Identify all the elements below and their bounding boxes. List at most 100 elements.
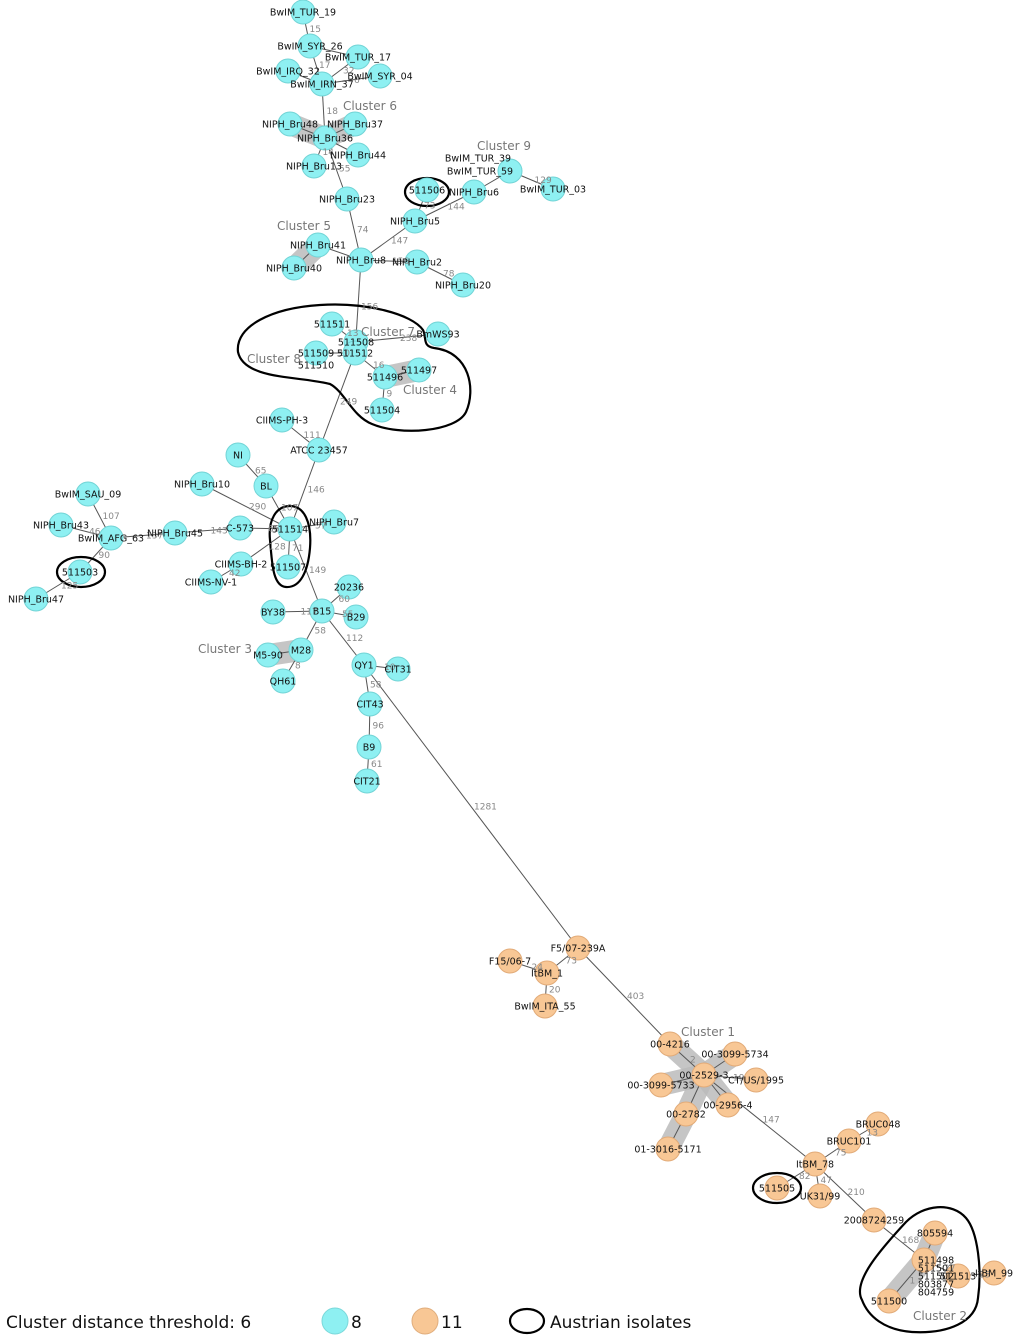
- node-B15: [309, 598, 335, 624]
- node-BL: [253, 473, 279, 499]
- edge-511514-NIPH_Bru10: [201, 483, 291, 530]
- node-511514: [277, 516, 303, 542]
- node-511506: [414, 177, 440, 203]
- edge-label: 112: [346, 634, 363, 644]
- node-label: F5/07-239A: [551, 944, 606, 955]
- edge-label: 57: [315, 522, 326, 532]
- node-label: 511497: [401, 366, 437, 377]
- node-label: ItBM_1: [531, 969, 563, 980]
- node-NIPH_Bru7: [321, 509, 347, 535]
- node-label: NIPH_Bru7: [309, 518, 359, 529]
- edge-label: 146: [308, 486, 325, 496]
- node-UK31/99: [807, 1183, 833, 1209]
- cluster-label: Cluster 3: [198, 642, 252, 656]
- node-labels: BwIM_TUR_19BwIM_SYR_26BwIM_TUR_17BwIM_IR…: [8, 8, 1013, 1308]
- node-511511: [319, 311, 345, 337]
- node-label: NIPH_Bru36: [297, 134, 353, 145]
- node-CIIMS-NV-1: [198, 569, 224, 595]
- node-label: QH61: [270, 677, 297, 688]
- node-label: CIT21: [353, 777, 380, 788]
- node-label: NIPH_Bru47: [8, 595, 64, 606]
- node-label: B29: [347, 613, 366, 624]
- cluster-label: Cluster 9: [477, 139, 531, 153]
- node-QY1: [351, 652, 377, 678]
- node-ATCC 23457: [306, 437, 332, 463]
- node-label: 00-3099-5734: [701, 1050, 768, 1061]
- edge-label: 238: [400, 334, 417, 344]
- node-QH61: [270, 668, 296, 694]
- node-label: BwIM_TUR_39: [445, 154, 511, 165]
- edge-label: 143: [211, 527, 228, 537]
- cluster-label: Cluster 2: [913, 1309, 967, 1323]
- edge-00-2529-3-ItBM_78: [703, 1074, 816, 1165]
- edge-label: 27: [944, 1264, 955, 1274]
- node-label: NIPH_Bru6: [449, 188, 499, 199]
- node-BwIM_TUR_17: [345, 44, 371, 70]
- legend-st11-label: 11: [441, 1313, 463, 1333]
- cluster-label: Cluster 7: [361, 325, 415, 339]
- edge-label: 78: [443, 270, 455, 280]
- node-label: NIPH_Bru48: [262, 120, 318, 131]
- node-BwIM_AFG_63: [98, 525, 124, 551]
- edge-label: 55: [342, 610, 353, 620]
- node-label: 00-4216: [650, 1040, 690, 1051]
- node-BwIM_TUR_59: [497, 158, 523, 184]
- node-BwIM_SAU_09: [75, 481, 101, 507]
- edge-label: 74: [357, 226, 369, 236]
- node-label: 511505: [759, 1184, 795, 1195]
- node-BwIM_SYR_04: [367, 63, 393, 89]
- legend-st11-swatch: [411, 1307, 439, 1335]
- node-NIPH_Bru5: [402, 208, 428, 234]
- edge-label: 156: [392, 257, 409, 267]
- node-label: BwIM_SAU_09: [55, 490, 122, 501]
- node-label: BY38: [261, 608, 285, 619]
- edge-label: 403: [627, 992, 644, 1002]
- legend-st8-label: 8: [351, 1313, 362, 1333]
- node-CIT43: [357, 691, 383, 717]
- node-label: CT/US/1995: [728, 1076, 784, 1087]
- node-label: 511507: [270, 563, 306, 574]
- node-label: 20236: [334, 583, 364, 594]
- node-CIT31: [385, 656, 411, 682]
- edge-label: 156: [361, 303, 378, 313]
- node-label: ItBM_78: [796, 1160, 834, 1171]
- node-M5-90: [255, 642, 281, 668]
- edge-label: 144: [448, 203, 465, 213]
- node-label: BwIM_SYR_26: [277, 42, 342, 53]
- node-BRUC048: [865, 1111, 891, 1137]
- austrian-outline-511506: [403, 176, 451, 208]
- edge-label: 249: [340, 398, 357, 408]
- edge-label: 10: [384, 663, 396, 673]
- edge-label: 14: [323, 148, 335, 158]
- edge-QY1-F5/07-239A: [363, 664, 579, 949]
- node-511505: [764, 1175, 790, 1201]
- node-CT/US/1995: [743, 1067, 769, 1093]
- node-label: 511506: [409, 186, 445, 197]
- node-label: NIPH_Bru20: [435, 281, 491, 292]
- node-NI: [225, 442, 251, 468]
- node-label: NIPH_Bru23: [319, 195, 375, 206]
- edge-label: 125: [61, 582, 78, 592]
- edge-label: 75: [835, 1149, 846, 1159]
- node-label: 00-3099-5733: [627, 1081, 694, 1092]
- node-00-3099-5734: [722, 1041, 748, 1067]
- edge-label: 20: [549, 986, 561, 996]
- node-CIIMS-BH-2: [228, 551, 254, 577]
- node-label: BwIM_IRQ_32: [256, 67, 320, 78]
- edge-label: 55: [339, 165, 350, 175]
- node-label: CIT31: [384, 665, 411, 676]
- node-label: 804759: [918, 1288, 954, 1299]
- edge-label: 117: [301, 608, 318, 618]
- node-NIPH_Bru44: [345, 142, 371, 168]
- node-ItBM_99: [981, 1260, 1007, 1286]
- node-511497: [406, 357, 432, 383]
- node-label: QY1: [354, 661, 373, 672]
- node-NIPH_Bru10: [189, 471, 215, 497]
- node-NIPH_Bru41: [305, 232, 331, 258]
- edge-label: 42: [229, 569, 240, 579]
- edge-label: 10: [339, 349, 351, 359]
- node-label: M5-90: [253, 651, 283, 662]
- node-label: NIPH_Bru13: [286, 162, 342, 173]
- node-label: NIPH_Bru41: [290, 241, 346, 252]
- austrian-outline-clusters-7-8-4: [236, 303, 472, 432]
